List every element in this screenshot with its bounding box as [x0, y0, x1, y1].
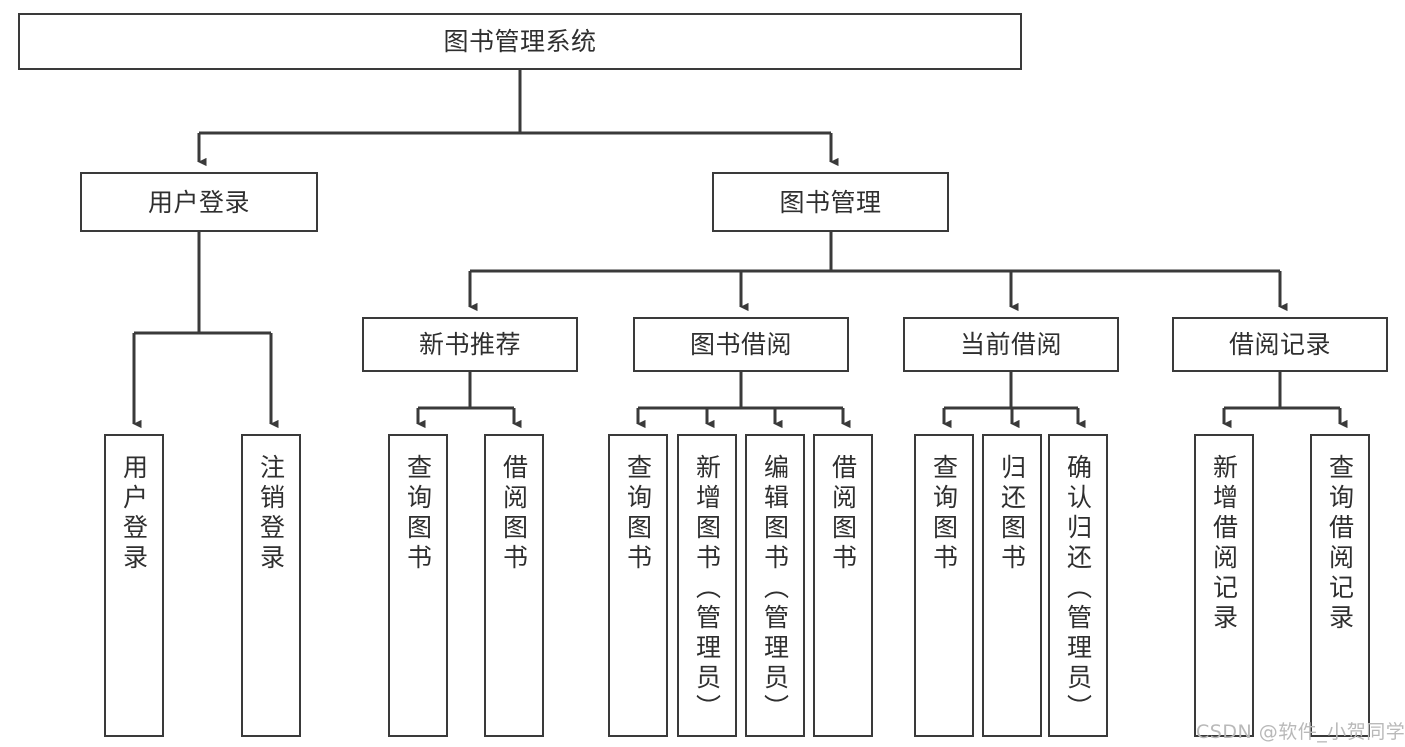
leaf-query-book-new[interactable]: 查询图书 [388, 434, 448, 737]
node-current-borrow[interactable]: 当前借阅 [903, 317, 1119, 372]
leaf-return-book[interactable]: 归还图书 [982, 434, 1042, 737]
node-root-system[interactable]: 图书管理系统 [18, 13, 1022, 70]
node-label: 借阅图书 [828, 454, 858, 574]
node-label: 查询图书 [623, 454, 653, 574]
node-label: 图书借阅 [689, 330, 792, 359]
node-book-borrow[interactable]: 图书借阅 [633, 317, 849, 372]
node-label: 图书管理系统 [443, 27, 597, 56]
leaf-query-book-current[interactable]: 查询图书 [914, 434, 974, 737]
leaf-query-book-borrow[interactable]: 查询图书 [608, 434, 668, 737]
node-label: 图书管理 [779, 187, 882, 217]
leaf-confirm-return-admin[interactable]: 确认归还（管理员） [1048, 434, 1108, 737]
leaf-query-borrow-record[interactable]: 查询借阅记录 [1310, 434, 1370, 737]
node-label: 注销登录 [256, 454, 286, 574]
leaf-user-login[interactable]: 用户登录 [104, 434, 164, 737]
node-label: 查询图书 [929, 454, 959, 574]
node-label: 确认归还（管理员） [1063, 454, 1093, 724]
leaf-borrow-book-new[interactable]: 借阅图书 [484, 434, 544, 737]
node-label: 编辑图书（管理员） [760, 454, 790, 724]
node-label: 新书推荐 [418, 330, 521, 359]
node-label: 查询借阅记录 [1325, 454, 1355, 634]
node-label: 查询图书 [403, 454, 433, 574]
leaf-logout[interactable]: 注销登录 [241, 434, 301, 737]
node-new-book-recommend[interactable]: 新书推荐 [362, 317, 578, 372]
node-label: 用户登录 [119, 454, 149, 574]
node-label: 新增借阅记录 [1209, 454, 1239, 634]
node-book-management[interactable]: 图书管理 [712, 172, 949, 232]
node-label: 借阅图书 [499, 454, 529, 574]
leaf-borrow-book[interactable]: 借阅图书 [813, 434, 873, 737]
node-borrow-records[interactable]: 借阅记录 [1172, 317, 1388, 372]
node-label: 归还图书 [997, 454, 1027, 574]
node-label: 当前借阅 [959, 330, 1062, 359]
node-user-login[interactable]: 用户登录 [80, 172, 318, 232]
csdn-watermark: CSDN @软件_小贺同学 [1196, 721, 1405, 743]
node-label: 用户登录 [147, 187, 250, 217]
node-label: 借阅记录 [1228, 330, 1331, 359]
node-label: 新增图书（管理员） [692, 454, 722, 724]
leaf-add-book-admin[interactable]: 新增图书（管理员） [677, 434, 737, 737]
leaf-edit-book-admin[interactable]: 编辑图书（管理员） [745, 434, 805, 737]
leaf-add-borrow-record[interactable]: 新增借阅记录 [1194, 434, 1254, 737]
